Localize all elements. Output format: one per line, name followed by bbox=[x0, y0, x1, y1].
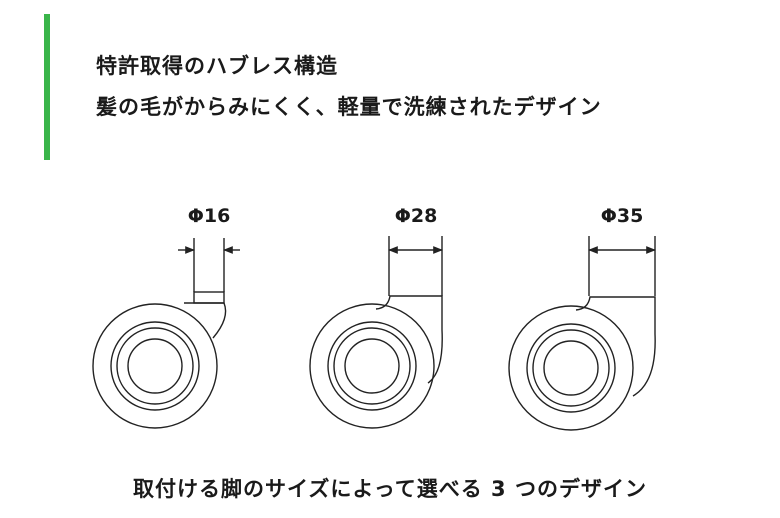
wheel-rim-inner bbox=[333, 327, 411, 405]
wheel-hub bbox=[127, 338, 183, 394]
wheel-outer bbox=[309, 303, 435, 429]
wheel-rim bbox=[110, 321, 200, 411]
headline-line-1: 特許取得のハブレス構造 bbox=[96, 54, 338, 78]
wheel-outer bbox=[92, 303, 218, 429]
wheel-rim bbox=[327, 321, 417, 411]
caster-28: Φ28 bbox=[309, 205, 443, 429]
wheel-rim-inner bbox=[532, 329, 610, 407]
dimension-label-35: Φ35 bbox=[601, 205, 644, 227]
caption: 取付ける脚のサイズによって選べる 3 つのデザイン bbox=[133, 477, 647, 501]
caster-housing bbox=[575, 296, 656, 397]
wheel-rim-inner bbox=[116, 327, 194, 405]
wheel-hub bbox=[344, 338, 400, 394]
dimension-label-16: Φ16 bbox=[188, 205, 231, 227]
caster-housing bbox=[375, 295, 443, 384]
headline-line-2: 髪の毛がからみにくく、軽量で洗練されたデザイン bbox=[96, 95, 602, 119]
accent-bar bbox=[44, 14, 50, 160]
caster-35: Φ35 bbox=[508, 205, 656, 431]
caster-stem bbox=[193, 291, 225, 304]
wheel-rim bbox=[526, 323, 616, 413]
caster-16: Φ16 bbox=[92, 205, 240, 429]
dimension-label-28: Φ28 bbox=[395, 205, 438, 227]
caster-housing bbox=[184, 302, 227, 339]
wheel-outer bbox=[508, 305, 634, 431]
wheel-hub bbox=[543, 340, 599, 396]
